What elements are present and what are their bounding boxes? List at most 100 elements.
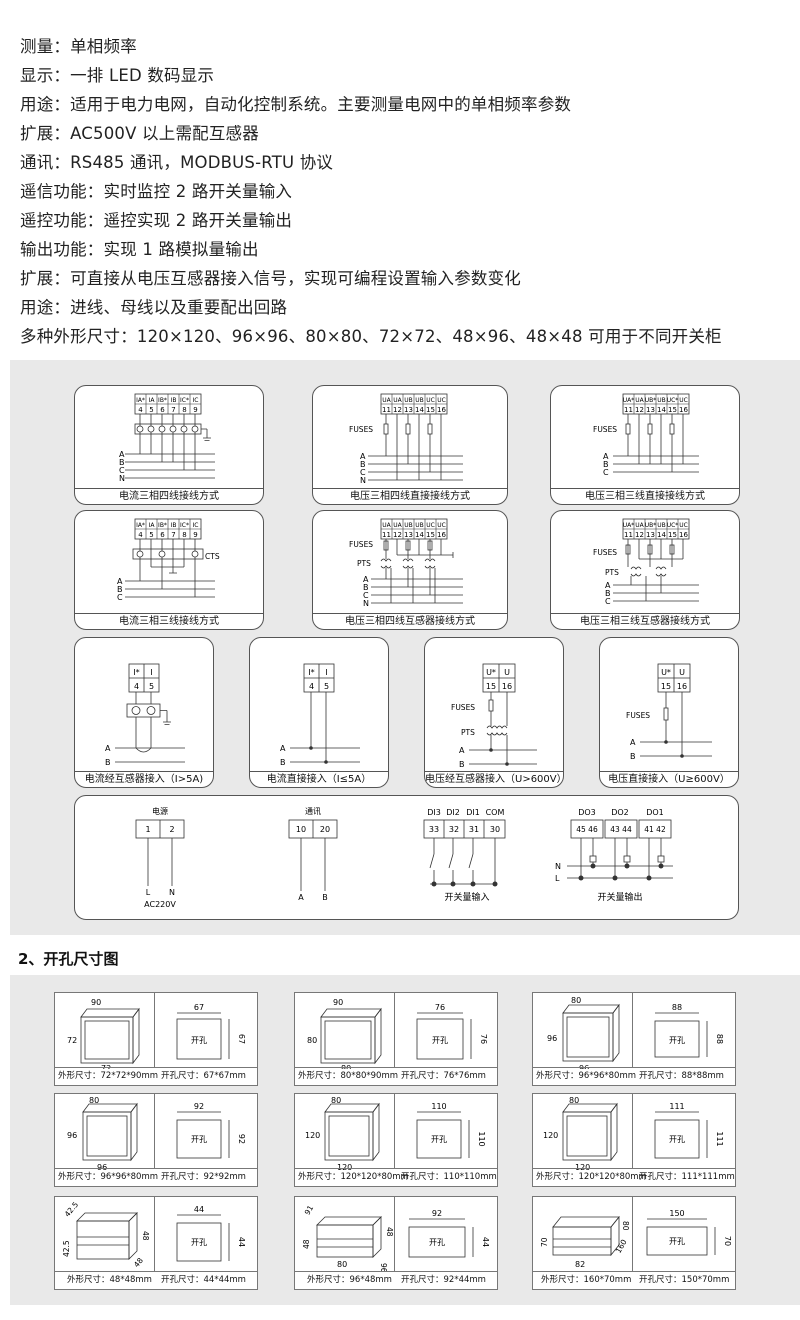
cutout-card: 70 82 80 160 150 70 开孔 外形尺寸：160*70mm 开孔尺… — [532, 1196, 736, 1290]
dim-label: 120 — [337, 1163, 352, 1170]
outline-drawing: 80 96 96 — [67, 1096, 138, 1170]
dim-label: 80 — [571, 996, 581, 1005]
spec-line: 遥控功能：遥控实现 2 路开关量输出 — [20, 211, 293, 230]
dim-label: 88 — [672, 1003, 682, 1012]
terminal-number: 45 46 — [576, 825, 598, 834]
terminal-label: IB — [171, 522, 177, 529]
spec-line: 显示：一排 LED 数码显示 — [20, 66, 215, 85]
voltage-label: AC220V — [144, 900, 176, 909]
phase-lines — [371, 578, 463, 604]
cutout-drawing: 76 76 开孔 — [416, 1003, 488, 1060]
terminal-number: 12 — [635, 406, 644, 414]
terminal-number: 4 — [138, 531, 143, 539]
terminal-label: UB — [404, 397, 413, 404]
wiring-card-voltage-3p3w-direct: UA* UA UB* UB UC* UC 11 12 13 14 15 16 F… — [550, 385, 740, 505]
line-label: A — [280, 744, 286, 753]
cutout-drawing: 111 111 开孔 — [654, 1102, 724, 1159]
cutout-card: 80 120 120 110 110 开孔 外形尺寸：120*120*80mm … — [294, 1093, 498, 1187]
terminal-number: 11 — [624, 406, 633, 414]
terminal-label: I — [325, 668, 327, 677]
line-label: N — [363, 599, 369, 608]
fuse-wiring — [625, 414, 684, 472]
junction-dot — [646, 875, 652, 881]
junction-dot — [612, 875, 618, 881]
dim-label: 96 — [97, 1163, 107, 1170]
cutout-footer: 外形尺寸：48*48mm 开孔尺寸：44*44mm — [55, 1271, 257, 1289]
dim-label: 76 — [435, 1003, 445, 1012]
fuses-label: FUSES — [451, 703, 475, 712]
fuses-label: FUSES — [593, 548, 617, 557]
terminal-block: UA UA UB UB UC UC 11 12 13 14 15 16 — [380, 518, 448, 540]
wiring-card-voltage-3p4w-pt: UA UA UB UB UC UC 11 12 13 14 15 16 FUSE… — [312, 510, 508, 630]
terminal-label: IC — [193, 397, 199, 404]
hole-size: 开孔尺寸：111*111mm — [639, 1172, 735, 1182]
terminal-label: UC* — [667, 522, 679, 529]
terminal-label: UB — [657, 522, 666, 529]
junction-dot — [578, 875, 584, 881]
diagram-caption: 电压三相四线直接接线方式 — [313, 488, 507, 504]
terminal-label: I* — [133, 668, 139, 677]
outline-size: 外形尺寸：80*80*90mm — [298, 1071, 399, 1081]
dim-label: 48 — [132, 1256, 145, 1269]
phase-lines — [368, 455, 463, 481]
wire-label: B — [322, 893, 328, 902]
terminal-number: 1 — [145, 825, 150, 834]
power-title: 电源 — [152, 806, 168, 816]
cutout-label: 开孔 — [669, 1237, 685, 1246]
dim-label: 96 — [67, 1131, 77, 1140]
di-title: DI2 — [446, 808, 460, 817]
cutout-footer: 外形尺寸：160*70mm 开孔尺寸：150*70mm — [533, 1271, 735, 1289]
dim-label: 72 — [67, 1036, 77, 1045]
spec-line: 多种外形尺寸：120×120、96×96、80×80、72×72、48×96、4… — [20, 327, 722, 346]
cutout-card: 80 96 96 88 88 开孔 外形尺寸：96*96*80mm 开孔尺寸：8… — [532, 992, 736, 1086]
line-label: B — [630, 752, 636, 761]
terminal-block: UA* UA UB* UB UC* UC 11 12 13 14 15 16 — [622, 393, 690, 415]
cutout-drawing: 110 110 开孔 — [416, 1102, 486, 1159]
cutout-drawing: 88 88 开孔 — [654, 1003, 724, 1058]
cutout-card: 91 48 80 48 96 92 44 开孔 外形尺寸：96*48mm 开孔尺… — [294, 1196, 498, 1290]
cutout-drawing: 44 44 开孔 — [176, 1205, 246, 1262]
terminal-number: 14 — [657, 406, 666, 414]
wiring-diagram: U* U 15 16 FUSES A B — [626, 663, 712, 761]
outline-size: 外形尺寸：96*48mm — [307, 1275, 392, 1285]
dim-label: 80 — [569, 1096, 579, 1105]
terminal-label: IA* — [136, 397, 145, 404]
section-title: 2、开孔尺寸图 — [18, 950, 119, 968]
diagram-caption: 电流三相四线接线方式 — [75, 488, 263, 504]
terminal-number: 15 — [426, 531, 435, 539]
terminal-number: 15 — [668, 406, 677, 414]
terminal-number: 13 — [404, 406, 413, 414]
outline-drawing: 90 72 72 — [67, 998, 140, 1069]
dim-label: 96 — [379, 1263, 388, 1273]
dim-label: 120 — [543, 1131, 558, 1140]
terminal-number: 32 — [449, 825, 459, 834]
cutout-drawing: 92 44 开孔 — [408, 1209, 490, 1258]
hole-size: 开孔尺寸：44*44mm — [161, 1275, 246, 1285]
ct-block — [134, 414, 211, 470]
outline-drawing: 91 48 80 48 96 — [302, 1204, 394, 1273]
terminal-block — [640, 663, 712, 757]
terminal-number: 9 — [193, 406, 197, 414]
power-terminals — [135, 819, 185, 886]
terminal-number: 15 — [486, 682, 496, 691]
junction-dot — [324, 760, 328, 764]
fuses-label: FUSES — [626, 711, 650, 720]
dim-label: 76 — [479, 1034, 488, 1044]
dim-label: 96 — [579, 1064, 589, 1069]
pt-wiring — [469, 692, 537, 765]
terminal-label: IA — [149, 522, 156, 529]
terminal-label: UC — [437, 522, 446, 529]
wiring-card-aux: 电源 1 2 L N AC220V 通讯 10 20 A B DI3 DI2 D… — [74, 795, 739, 920]
fuses-label: FUSES — [593, 425, 617, 434]
outline-drawing: 80 120 120 — [305, 1096, 380, 1170]
junction-dot — [658, 863, 664, 869]
outline-size: 外形尺寸：160*70mm — [541, 1275, 632, 1285]
cutout-drawing: 92 92 开孔 — [176, 1102, 246, 1159]
terminal-number: 30 — [490, 825, 500, 834]
dim-label: 160 — [614, 1238, 629, 1255]
do-title: DO1 — [646, 808, 664, 817]
line-label: L — [555, 874, 560, 883]
cutout-card: 80 120 120 111 111 开孔 外形尺寸：120*120*80mm … — [532, 1093, 736, 1187]
di-title: DI1 — [466, 808, 480, 817]
terminal-number: 10 — [296, 825, 306, 834]
